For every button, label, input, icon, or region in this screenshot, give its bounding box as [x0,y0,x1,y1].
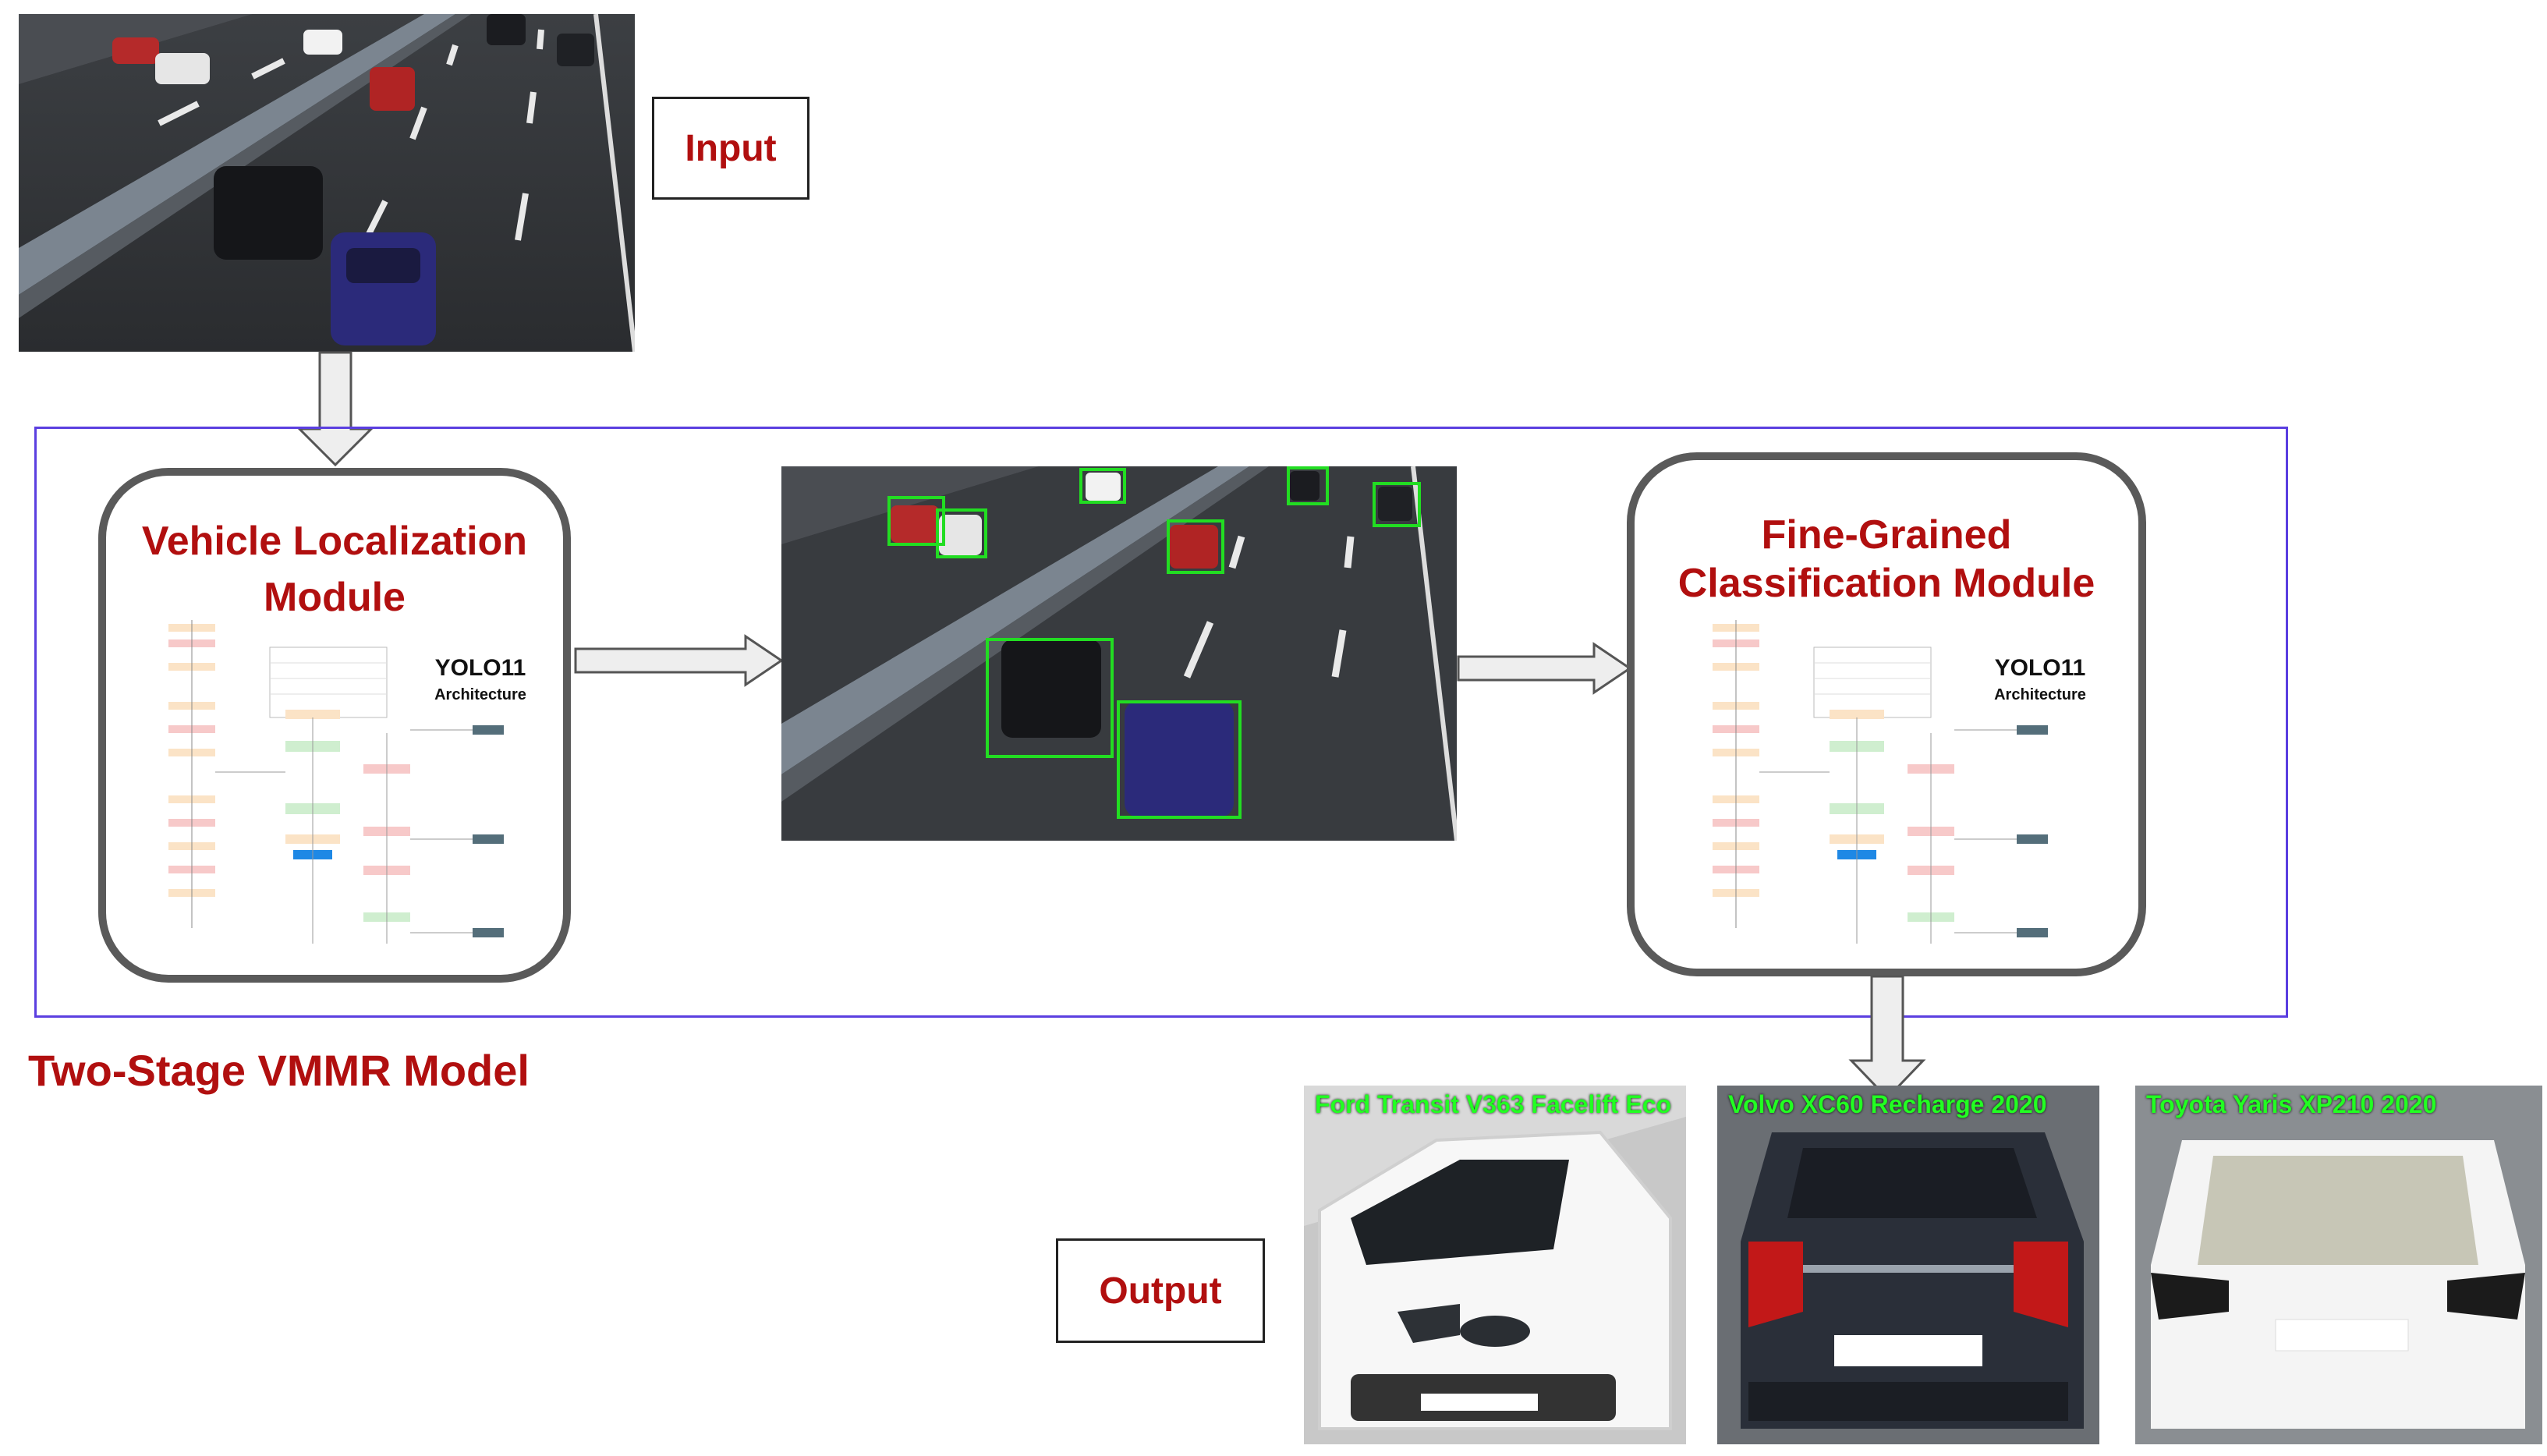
arrow-right-to-detection [574,634,784,687]
output-label: Output [1056,1238,1265,1343]
architecture-subtitle-classifier: Architecture [1994,686,2086,703]
output-image-toyota: Toyota Yaris XP210 2020 [2135,1086,2542,1444]
fine-grained-classification-module: Fine-Grained Classification Module YOLO1… [1627,452,2146,976]
architecture-subtitle: Architecture [434,686,526,703]
arrow-down-input [296,351,374,467]
arrow-right-to-classification [1457,642,1632,695]
classification-module-title-line2: Classification Module [1677,561,2095,606]
arrow-down-output [1848,975,1926,1100]
architecture-name-classifier: YOLO11 [1994,655,2086,681]
localization-module-title-line2: Module [264,575,406,620]
output-caption-ford: Ford Transit V363 Facelift Eco [1315,1090,1672,1118]
classification-module-title-line1: Fine-Grained [1761,512,2012,558]
output-caption-volvo: Volvo XC60 Recharge 2020 [1728,1090,2047,1118]
detection-result-image [781,466,1457,841]
output-caption-toyota: Toyota Yaris XP210 2020 [2146,1090,2437,1118]
two-stage-model-frame [34,427,2288,1018]
localization-module-title-line1: Vehicle Localization [141,519,528,564]
two-stage-model-label: Two-Stage VMMR Model [28,1046,530,1095]
architecture-name: YOLO11 [434,655,526,681]
output-image-volvo: Volvo XC60 Recharge 2020 [1717,1086,2099,1444]
output-label-text: Output [1099,1270,1222,1312]
vehicle-localization-module: Vehicle Localization Module YOLO11 Archi… [98,468,571,983]
output-image-ford: Ford Transit V363 Facelift Eco [1304,1086,1686,1444]
input-label: Input [652,97,809,200]
input-label-text: Input [685,127,777,169]
yolo11-architecture-diagram-classifier [1713,620,2048,944]
input-highway-image [19,14,635,352]
yolo11-architecture-diagram [168,620,504,944]
